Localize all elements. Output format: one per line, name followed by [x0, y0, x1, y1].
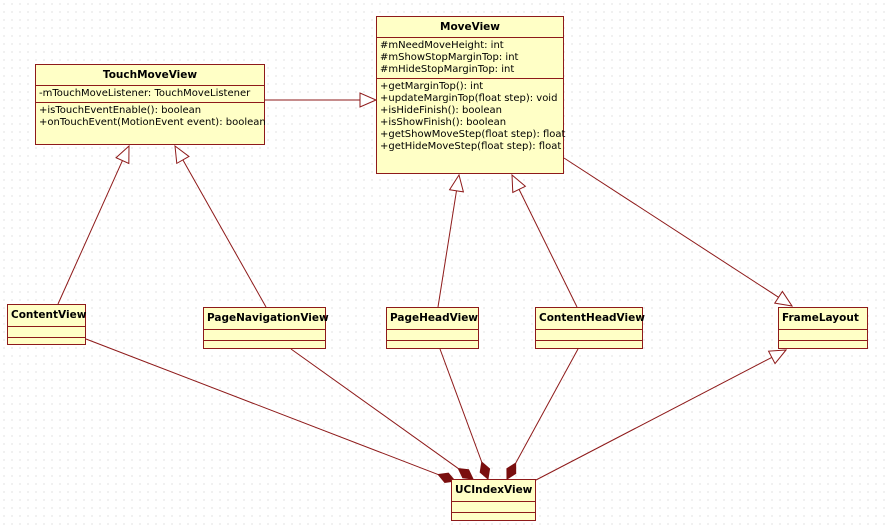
- operations-section: [8, 338, 85, 348]
- class-frame-layout[interactable]: FrameLayout: [778, 307, 868, 349]
- attributes-section: [387, 330, 478, 341]
- operation: +isHideFinish(): boolean: [380, 105, 502, 116]
- attribute: #mNeedMoveHeight: int: [380, 40, 504, 51]
- operation: +isShowFinish(): boolean: [380, 117, 507, 128]
- attributes-section: [452, 502, 535, 513]
- operation: +updateMarginTop(float step): void: [380, 93, 558, 104]
- class-content-head-view[interactable]: ContentHeadView: [535, 307, 645, 351]
- operations-section: [387, 341, 478, 351]
- class-name: ContentView: [8, 305, 86, 327]
- attributes-section: [779, 330, 867, 341]
- class-name: PageNavigationView: [204, 308, 329, 330]
- contentview-to-ucindexview-line: [85, 338, 439, 476]
- operations-section: [536, 341, 642, 351]
- operation: +isTouchEventEnable(): boolean: [39, 105, 202, 116]
- class-content-view[interactable]: ContentView: [7, 304, 86, 345]
- class-name: ContentHeadView: [536, 308, 645, 330]
- class-page-head-view[interactable]: PageHeadView: [386, 307, 479, 349]
- ucindexview-to-framelayout-line: [535, 356, 773, 481]
- class-name: UCIndexView: [452, 480, 535, 502]
- touchmoveview-to-moveview-arrowhead: [359, 92, 378, 108]
- pageheadview-to-ucindexview-line: [439, 348, 483, 463]
- class-touch-move-view[interactable]: TouchMoveView -mTouchMoveListener: Touch…: [35, 64, 266, 145]
- class-name: MoveView: [377, 17, 563, 38]
- pagenavigationview-to-touchmoveview-line: [182, 159, 267, 308]
- operation: +getShowMoveStep(float step): float: [380, 129, 566, 140]
- class-move-view[interactable]: MoveView #mNeedMoveHeight: int #mShowSto…: [376, 16, 566, 174]
- class-uc-index-view[interactable]: UCIndexView: [451, 479, 536, 521]
- operations-section: [452, 513, 535, 523]
- operation: +getMarginTop(): int: [380, 81, 484, 92]
- contentheadview-to-moveview-line: [518, 189, 578, 308]
- moveview-to-framelayout-arrowhead: [773, 290, 794, 307]
- contentheadview-to-ucindexview-line: [515, 348, 579, 464]
- class-name: TouchMoveView: [36, 65, 264, 86]
- attributes-section: [536, 330, 642, 341]
- pagenavigationview-to-ucindexview-line: [290, 348, 459, 469]
- attribute: #mShowStopMarginTop: int: [380, 52, 519, 63]
- contentheadview-to-ucindexview-diamond: [506, 462, 517, 480]
- pageheadview-to-moveview-arrowhead: [448, 173, 465, 193]
- attributes-section: #mNeedMoveHeight: int #mShowStopMarginTo…: [377, 38, 563, 79]
- attributes-section: [8, 327, 85, 338]
- attributes-section: -mTouchMoveListener: TouchMoveListener: [36, 86, 264, 103]
- attribute: #mHideStopMarginTop: int: [380, 64, 515, 75]
- pagenavigationview-to-touchmoveview-arrowhead: [174, 144, 190, 165]
- pageheadview-to-ucindexview-diamond: [479, 461, 491, 480]
- operations-section: [204, 341, 325, 351]
- attribute: -mTouchMoveListener: TouchMoveListener: [39, 88, 251, 99]
- pageheadview-to-moveview-line: [437, 190, 457, 308]
- class-name: PageHeadView: [387, 308, 478, 330]
- pagenavigationview-to-ucindexview-diamond: [457, 467, 474, 480]
- class-page-navigation-view[interactable]: PageNavigationView: [203, 307, 329, 351]
- moveview-to-framelayout-line: [563, 157, 779, 298]
- operation: +onTouchEvent(MotionEvent event): boolea…: [39, 117, 266, 128]
- operations-section: +isTouchEventEnable(): boolean +onTouchE…: [36, 103, 266, 131]
- attributes-section: [204, 330, 325, 341]
- contentheadview-to-moveview-arrowhead: [511, 173, 527, 194]
- contentview-to-touchmoveview-line: [57, 160, 123, 305]
- operation: +getHideMoveStep(float step): float: [380, 141, 562, 152]
- ucindexview-to-framelayout-arrowhead: [767, 349, 788, 365]
- operations-section: [779, 341, 867, 351]
- operations-section: +getMarginTop(): int +updateMarginTop(fl…: [377, 79, 566, 155]
- class-name: FrameLayout: [779, 308, 867, 330]
